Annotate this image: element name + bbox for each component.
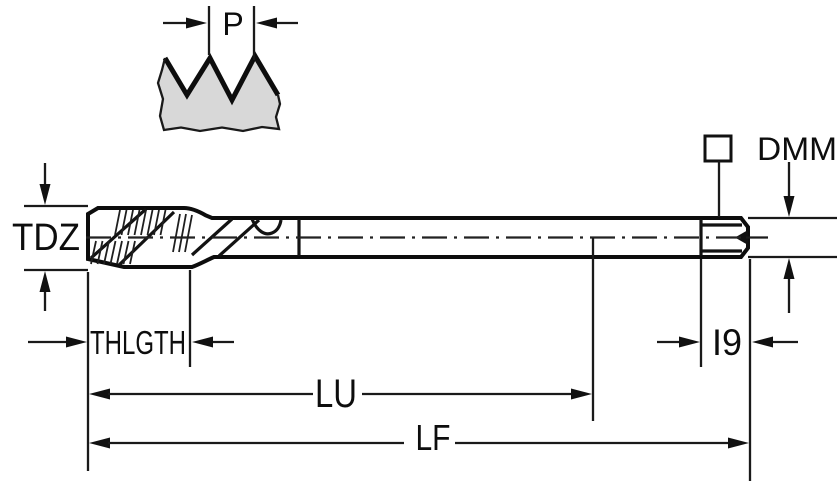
tdz-label: TDZ (12, 217, 80, 259)
thread-profile-detail: P (156, 6, 298, 133)
thread-hatching-upper (114, 209, 167, 236)
thlgth-arrow-left-head (66, 336, 87, 348)
tdz-arrow-bottom-head (39, 271, 51, 292)
dmm-arrow-top-head (783, 196, 795, 217)
lu-dimension: LU (89, 372, 592, 416)
lf-arrow-left-head (89, 437, 110, 449)
tdz-arrow-top-head (39, 184, 51, 205)
thlgth-dimension: THLGTH (28, 324, 234, 361)
thlgth-label: THLGTH (90, 324, 186, 361)
dmm-dimension: DMM (703, 131, 837, 313)
thread-hatching-right (172, 213, 193, 253)
dmm-label: DMM (757, 131, 837, 167)
thlgth-arrow-right-head (192, 336, 213, 348)
thread-profile-fill (158, 56, 280, 131)
lu-label: LU (315, 372, 357, 416)
tdz-dimension: TDZ (12, 163, 88, 311)
square-drive-end (699, 219, 748, 256)
l9-arrow-right-head (752, 336, 773, 348)
lf-label: LF (416, 417, 451, 458)
square-drive-symbol (703, 134, 733, 163)
thread-profile-outline (162, 50, 281, 106)
lf-dimension: LF (89, 417, 749, 458)
center-bore-mark (735, 230, 748, 245)
pitch-arrow-right-head (256, 17, 277, 29)
thread-profile-break-edges (156, 57, 282, 133)
flute-runout-hook (250, 218, 283, 236)
pitch-label: P (222, 6, 243, 42)
pitch-arrow-left-head (186, 17, 207, 29)
l9-dimension: I9 (657, 322, 798, 363)
thread-hatching-lower-left (90, 240, 136, 265)
dmm-arrow-bottom-head (783, 258, 795, 279)
lu-arrow-right-head (571, 388, 592, 400)
l9-arrow-left-head (679, 336, 700, 348)
tap-body (86, 206, 768, 269)
lu-arrow-left-head (89, 388, 110, 400)
lf-arrow-right-head (728, 437, 749, 449)
l9-label: I9 (712, 322, 742, 363)
